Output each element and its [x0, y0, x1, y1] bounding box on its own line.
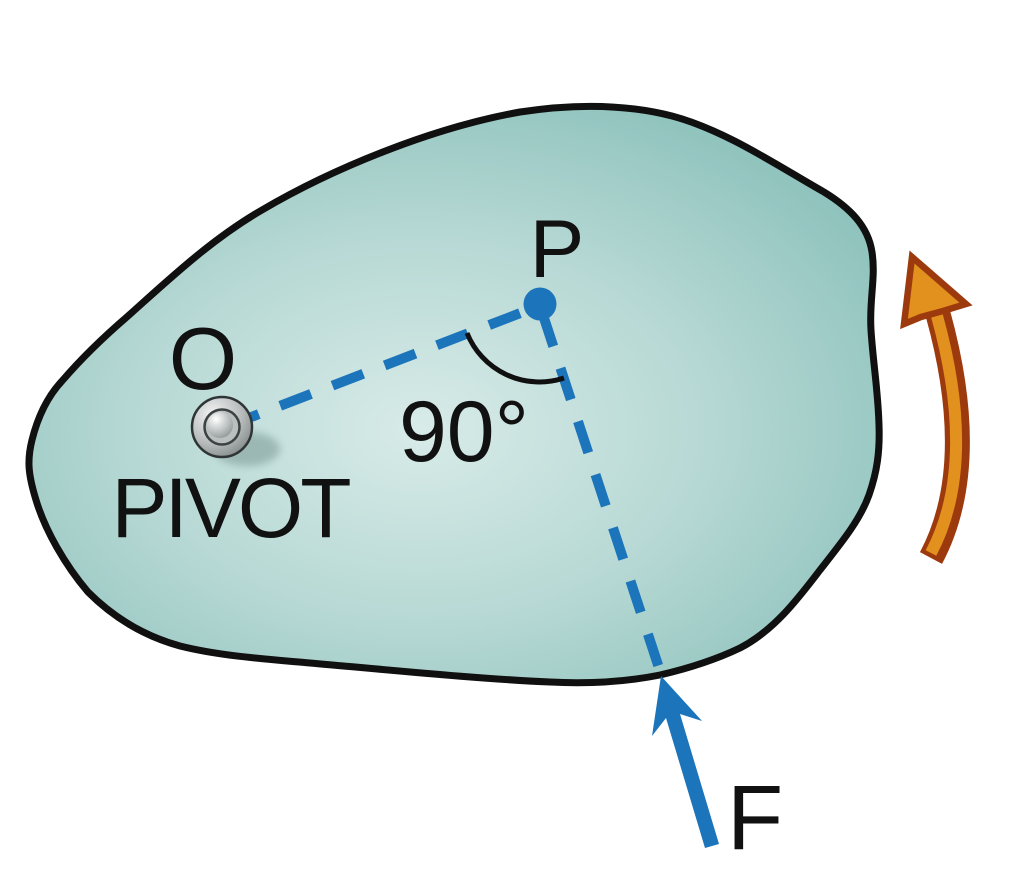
rotation-arrow-head: [900, 250, 973, 330]
point-p-dot: [523, 287, 557, 321]
force-arrow-icon: [652, 676, 719, 848]
force-line-of-action-dashed: [538, 313, 666, 676]
point-p-label: P: [530, 204, 585, 295]
pivot-caption: PIVOT: [111, 461, 350, 555]
rotation-arrow-shaft-fill: [925, 314, 963, 556]
force-label: F: [727, 767, 783, 869]
rigid-body-shape: [25, 102, 883, 687]
pivot-pin-ball: [207, 412, 233, 438]
pivot-label: O: [169, 309, 237, 408]
rotation-arrow-icon: [900, 250, 973, 564]
right-angle-arc: [464, 332, 565, 385]
pivot-pin-icon: [190, 395, 280, 466]
angle-label: 90°: [399, 384, 529, 480]
